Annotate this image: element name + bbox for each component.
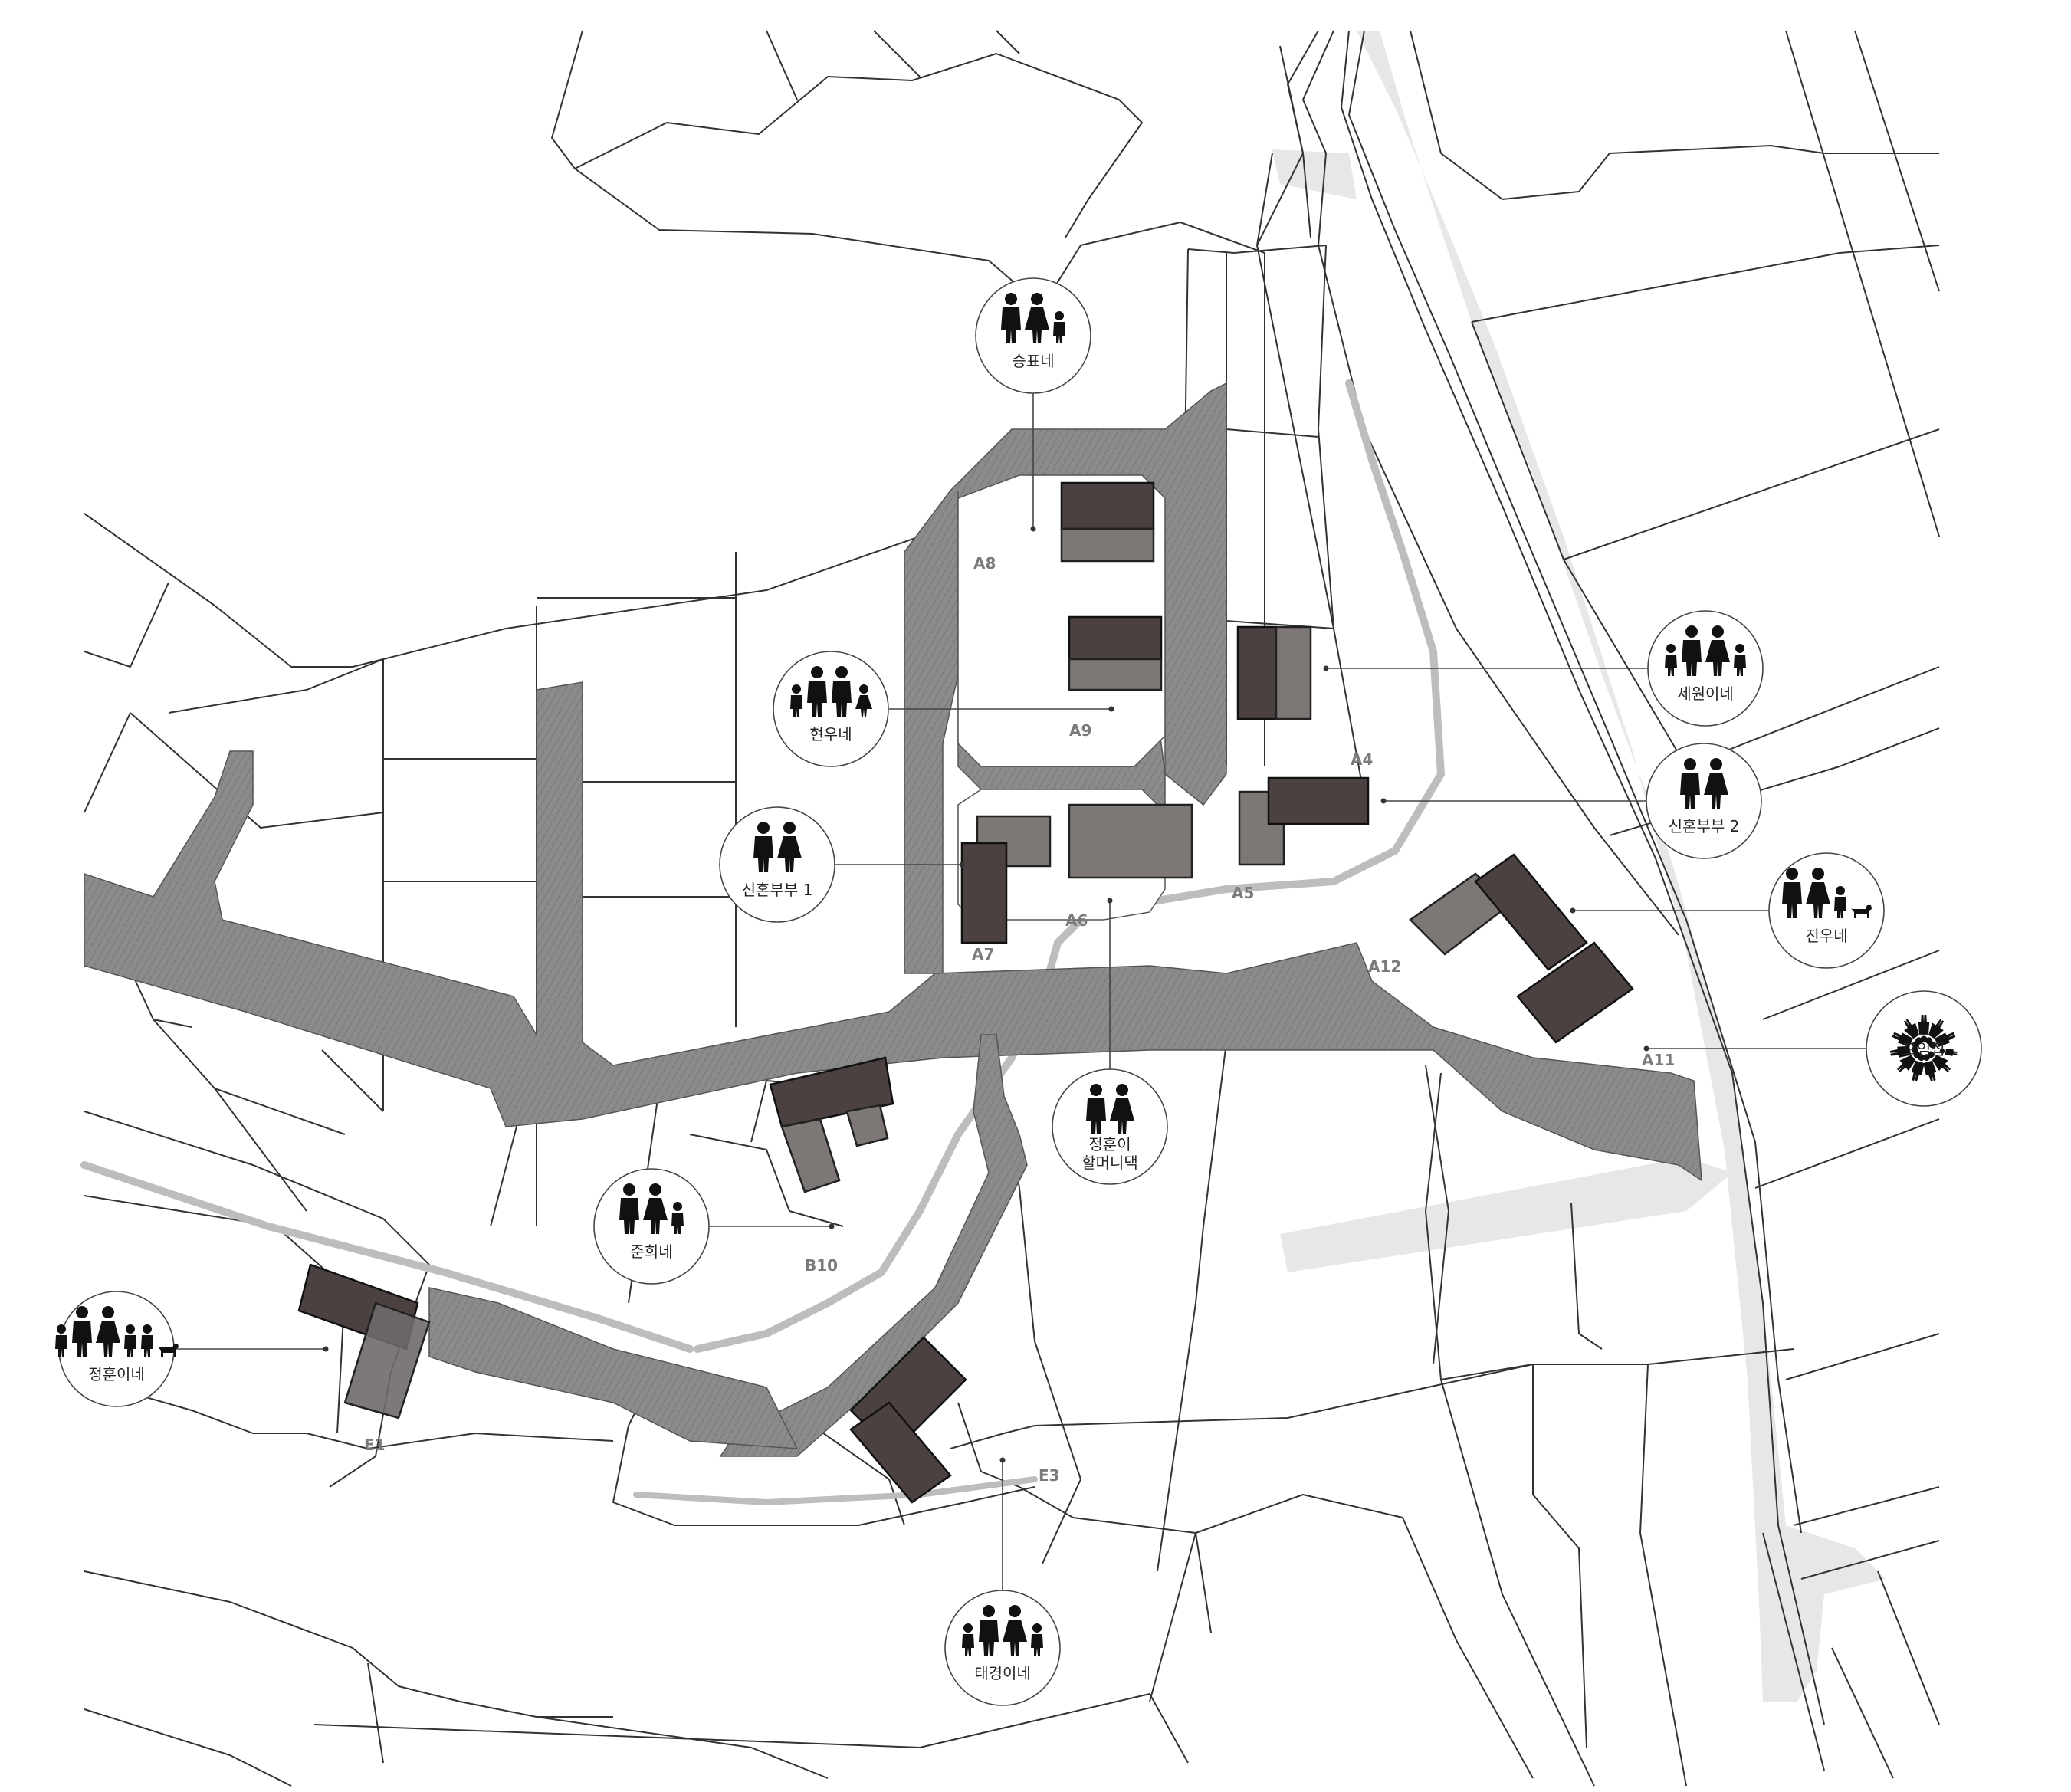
building-A8-light: [1060, 527, 1155, 563]
buildings: [297, 481, 1634, 1504]
callout-sewon: 세원이네: [1647, 610, 1764, 727]
leader-lines: [175, 368, 1866, 1593]
callout-circle: [1052, 1068, 1168, 1185]
callout-circle: [1866, 990, 1982, 1107]
callout-circle: [1647, 610, 1764, 727]
callout-circle: [58, 1291, 175, 1407]
building-B10-light-2: [845, 1104, 889, 1147]
stream-band: [1272, 31, 1886, 1702]
building-E3-dark-2: [849, 1401, 952, 1504]
building-A7-dark: [960, 842, 1008, 944]
household-label: 태경이네: [974, 1664, 1031, 1682]
callout-taegyeong: 태경이네: [944, 1590, 1061, 1706]
household-label: 모임집: [1902, 1040, 1945, 1058]
lot-code-A8: A8: [973, 554, 996, 573]
callout-circle: [773, 651, 889, 767]
callout-hyeonwoo: 현우네: [773, 651, 889, 767]
callout-jinwoo: 진우네: [1768, 852, 1885, 969]
lot-code-A5: A5: [1232, 884, 1254, 902]
household-label: 신혼부부 2: [1669, 817, 1740, 835]
lot-code-B10: B10: [805, 1256, 838, 1275]
callout-junhui: 준희네: [593, 1168, 710, 1285]
household-label: 정훈이네: [88, 1365, 145, 1383]
household-label: 진우네: [1805, 927, 1847, 945]
callout-circle: [944, 1590, 1061, 1706]
lot-code-A4: A4: [1351, 750, 1373, 769]
building-A9-dark: [1068, 615, 1163, 661]
lot-code-A6: A6: [1065, 911, 1088, 930]
household-label: 현우네: [809, 725, 852, 743]
household-label: 준희네: [630, 1242, 672, 1261]
building-A8-dark: [1060, 481, 1155, 530]
lot-code-A7: A7: [972, 945, 994, 963]
building-A4-light: [1275, 625, 1312, 720]
callout-circle: [1646, 743, 1762, 859]
lot-codes: A8 A9 A4 A5 A6 A7 A12 A11 B10 E1 E3: [364, 554, 1675, 1485]
lot-code-A11: A11: [1642, 1051, 1675, 1069]
callout-newlywed2: 신혼부부 2: [1646, 743, 1762, 859]
building-A5-dark: [1267, 776, 1370, 825]
callout-circle: [1768, 852, 1885, 969]
lot-code-A9: A9: [1069, 721, 1091, 740]
building-A6-light: [1068, 803, 1193, 879]
callout-newlywed1: 신혼부부 1: [719, 806, 835, 923]
building-B10-light-1: [780, 1118, 841, 1193]
household-label: 신혼부부 1: [742, 881, 813, 899]
callout-seungpyo: 승표네: [975, 277, 1091, 394]
callout-circle: [719, 806, 835, 923]
building-A12-dark: [1474, 853, 1588, 971]
household-label: 할머니댁: [1081, 1154, 1138, 1172]
building-A11-dark: [1516, 941, 1634, 1044]
callout-gathering: 모임집: [1866, 990, 1982, 1107]
callout-jeonghun: 정훈이네: [55, 1291, 179, 1407]
household-label: 승표네: [1012, 352, 1054, 370]
building-E1-light: [343, 1301, 431, 1419]
building-A4-dark: [1236, 625, 1278, 720]
lot-code-A12: A12: [1368, 957, 1401, 976]
household-label: 세원이네: [1677, 684, 1734, 703]
lot-code-E3: E3: [1039, 1466, 1060, 1485]
building-A9-light: [1068, 658, 1163, 691]
household-label: 정훈이: [1088, 1135, 1131, 1154]
lot-code-E1: E1: [364, 1436, 386, 1454]
